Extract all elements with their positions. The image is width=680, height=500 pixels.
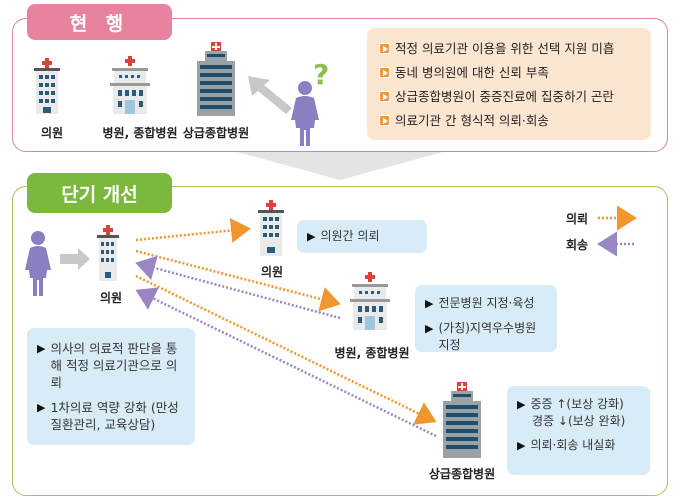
triangle-bullet-icon: ▶ <box>37 342 46 355</box>
arrow-bullet-icon <box>379 43 390 54</box>
note-text: 1차의료 역량 강화 (만성질환관리, 교육상담) <box>50 400 179 432</box>
referral-arrow-hospital <box>135 249 341 312</box>
legend-return-label: 회송 <box>566 238 589 252</box>
problem-text: 상급종합병원이 중증진료에 집중하기 곤란 <box>395 89 614 104</box>
note-text: (가칭)지역우수병원 지정 <box>438 321 537 352</box>
note-text: 전문병원 지정·육성 <box>438 296 535 310</box>
referral-arrow-tertiary <box>135 274 437 425</box>
improvement-tab: 단기 개선 <box>27 173 172 213</box>
question-mark: ? <box>313 58 330 91</box>
target-clinic-label: 의원 <box>260 265 284 279</box>
triangle-bullet-icon: ▶ <box>517 398 526 411</box>
problem-text: 적정 의료기관 이용을 위한 선택 지원 미흡 <box>395 41 615 56</box>
arrow-bullet-icon <box>379 115 390 126</box>
triangle-bullet-icon: ▶ <box>425 322 434 335</box>
problems-box: 적정 의료기관 이용을 위한 선택 지원 미흡 동네 병의원에 대한 신뢰 부족… <box>367 28 651 140</box>
clinic-icon <box>34 58 60 114</box>
person-icon <box>25 231 51 296</box>
problem-item: 의료기관 간 형식적 의뢰·회송 <box>379 112 639 129</box>
triangle-bullet-icon: ▶ <box>37 401 46 414</box>
return-arrow-tertiary <box>135 287 437 438</box>
triangle-bullet-icon: ▶ <box>517 439 526 452</box>
gray-arrow-icon <box>60 248 90 270</box>
target-tertiary-icon <box>443 382 481 458</box>
gray-arrow-icon <box>248 76 292 114</box>
hospital-icon <box>110 56 150 114</box>
note-text: 의원간 의뢰 <box>320 229 380 243</box>
target-clinic-icon <box>258 200 284 256</box>
triangle-bullet-icon: ▶ <box>307 230 316 243</box>
legend-referral-label: 의뢰 <box>566 212 589 226</box>
origin-clinic-icon <box>97 225 119 281</box>
origin-clinic-label: 의원 <box>99 291 123 305</box>
referral-arrow-clinic <box>135 218 251 243</box>
target-hospital-icon <box>350 272 390 330</box>
left-notes-box: ▶ 의사의 의료적 판단을 통해 적정 의료기관으로 의뢰 ▶ 1차의료 역량 강화… <box>27 328 195 445</box>
arrow-bullet-icon <box>379 91 390 102</box>
tertiary-notes-box: ▶ 중증 ↑(보상 강화) 경증 ↓(보상 완화) ▶ 의뢰·회송 내실화 <box>507 386 650 475</box>
current-clinic-label: 의원 <box>40 126 64 140</box>
return-arrow-hospital <box>135 255 341 320</box>
hospital-notes-box: ▶ 전문병원 지정·육성 ▶ (가칭)지역우수병원 지정 <box>415 285 557 352</box>
problem-item: 상급종합병원이 중증진료에 집중하기 곤란 <box>379 88 639 105</box>
target-hospital-label: 병원, 종합병원 <box>334 346 410 360</box>
note-text: 의사의 의료적 판단을 통해 적정 의료기관으로 의뢰 <box>50 341 178 390</box>
triangle-bullet-icon: ▶ <box>425 297 434 310</box>
clinic-notes-box: ▶ 의원간 의뢰 <box>297 220 427 253</box>
current-tertiary-label: 상급종합병원 <box>182 126 250 140</box>
current-hospital-label: 병원, 종합병원 <box>102 126 178 140</box>
arrow-bullet-icon <box>379 67 390 78</box>
problem-text: 동네 병의원에 대한 신뢰 부족 <box>395 65 549 80</box>
problem-item: 동네 병의원에 대한 신뢰 부족 <box>379 64 639 81</box>
note-text: 중증 ↑(보상 강화) <box>530 397 624 411</box>
target-tertiary-label: 상급종합병원 <box>428 467 496 481</box>
note-text: 의뢰·회송 내실화 <box>530 438 616 452</box>
problem-text: 의료기관 간 형식적 의뢰·회송 <box>395 113 549 128</box>
problem-item: 적정 의료기관 이용을 위한 선택 지원 미흡 <box>379 40 639 57</box>
person-icon <box>291 81 319 146</box>
note-text: 경증 ↓(보상 완화) <box>532 414 626 428</box>
current-tab: 현 행 <box>27 4 172 40</box>
tertiary-hospital-icon <box>197 42 235 116</box>
